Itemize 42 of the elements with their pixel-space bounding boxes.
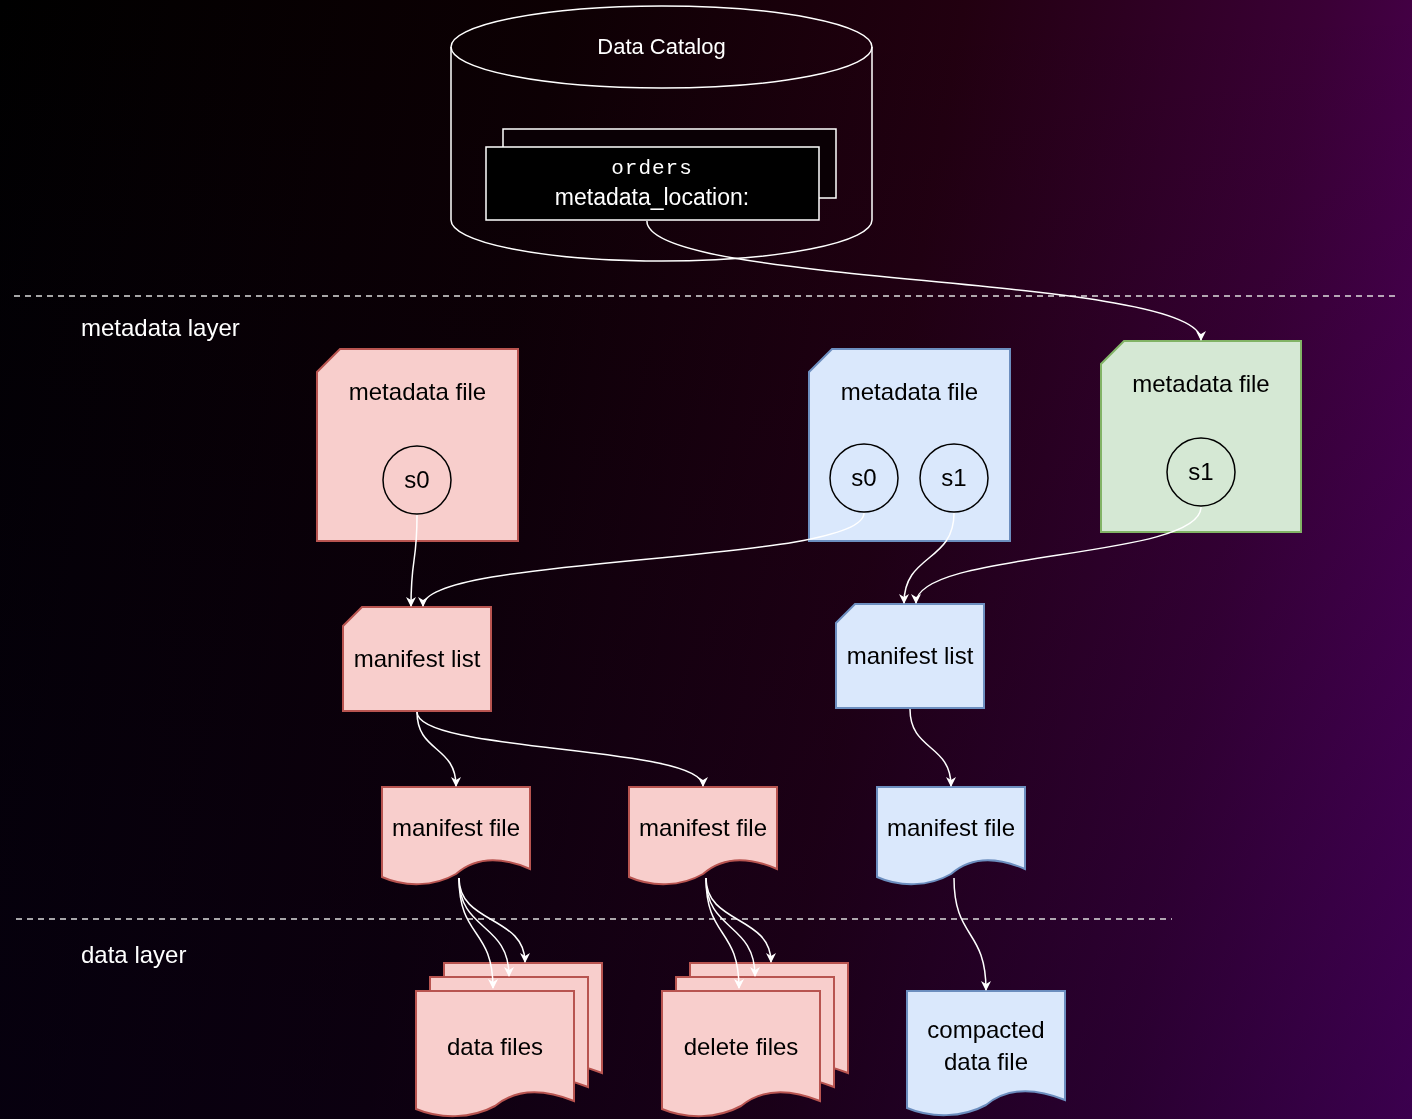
arrow [953,877,991,991]
node-label: s1 [1188,457,1214,488]
stacked-documents [415,962,603,1119]
node-label: compacted data file [926,1015,1046,1077]
node-label: metadata file [348,377,487,407]
node-label: manifest file [391,813,521,844]
table-card [485,128,837,221]
node-label: delete files [683,1031,799,1062]
snapshot-circle [919,443,989,513]
node-label: data files [446,1031,544,1062]
node-label: Data Catalog [597,33,726,61]
manifest-list-note [835,603,985,709]
layer-label: metadata layer [81,314,240,342]
node-label: s0 [404,465,430,496]
node-label: metadata_location: [554,182,750,212]
arrow [406,514,418,607]
arrow [909,708,956,787]
snapshot-circle [382,445,452,515]
metadata-file-note [1100,340,1302,533]
table-name: orders [611,156,693,183]
node-label: metadata file [1132,369,1270,399]
database-cylinder [450,5,873,262]
metadata-file-note [316,348,519,542]
manifest-file-document [876,786,1026,888]
node-label: manifest list [846,641,974,672]
node-label: manifest file [638,813,768,844]
node-label: metadata file [840,377,979,407]
manifest-file-document [628,786,778,888]
node-label: s0 [851,463,877,494]
node-label: s1 [941,463,967,494]
manifest-list-note [342,606,492,712]
layer-label: data layer [81,941,187,969]
manifest-file-document [381,786,531,888]
data-file-document [906,990,1066,1119]
arrow [705,877,775,963]
stacked-documents [661,962,849,1119]
snapshot-circle [1166,437,1236,507]
arrow [458,877,529,963]
metadata-file-note [808,348,1011,542]
node-label: manifest list [353,644,481,675]
node-label: manifest file [886,813,1016,844]
snapshot-circle [829,443,899,513]
